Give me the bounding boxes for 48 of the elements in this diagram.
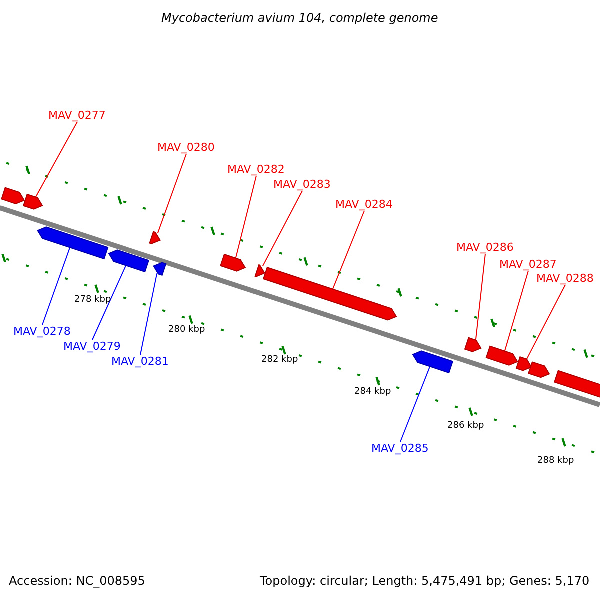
gene-feature <box>528 362 550 378</box>
leader-line <box>92 265 127 340</box>
gene-label: MAV_0278 <box>14 324 71 338</box>
genome-summary: Topology: circular; Length: 5,475,491 bp; Genes: 5,170 <box>260 574 590 588</box>
scale-label: 282 kbp <box>262 354 298 366</box>
gene-label: MAV_0280 <box>158 140 215 154</box>
gene-feature <box>37 226 109 260</box>
diagram-title: Mycobacterium avium 104, complete genome <box>162 12 438 24</box>
gene-feature <box>1 187 26 205</box>
scale-label: 284 kbp <box>354 386 392 398</box>
leader-line <box>400 366 431 442</box>
gene-feature <box>149 231 162 244</box>
gene-feature <box>220 254 246 272</box>
scale-label: 288 kbp <box>538 454 574 468</box>
gene-feature <box>254 264 266 278</box>
gene-feature <box>108 250 150 273</box>
leader-line <box>42 247 71 326</box>
gene-feature <box>153 262 167 276</box>
gene-feature <box>486 346 518 366</box>
gene-label: MAV_0287 <box>500 258 557 270</box>
gene-feature <box>22 194 44 210</box>
leader-line <box>526 284 566 360</box>
scale-label: 286 kbp <box>448 420 484 432</box>
gene-label: MAV_0286 <box>456 240 514 254</box>
gene-feature <box>262 266 398 321</box>
gene-label: MAV_0281 <box>112 354 169 368</box>
gene-label: MAV_0285 <box>372 442 429 454</box>
leader-line <box>332 210 365 290</box>
gene-label: MAV_0288 <box>536 272 594 284</box>
accession-note: Accession: NC_008595 <box>9 574 146 588</box>
gene-label: MAV_0279 <box>64 340 121 352</box>
gene-feature <box>464 337 482 352</box>
scale-label: 280 kbp <box>168 324 206 336</box>
scale-label: 278 kbp <box>74 294 112 306</box>
gene-label: MAV_0283 <box>274 178 331 190</box>
gene-label: MAV_0277 <box>48 108 106 122</box>
leader-line <box>35 122 78 198</box>
leader-line <box>504 270 529 352</box>
leader-line <box>140 273 158 356</box>
gene-feature <box>412 350 454 374</box>
gene-feature <box>554 370 600 400</box>
leader-line <box>262 190 303 267</box>
gene-feature <box>516 356 532 372</box>
leader-line <box>475 254 486 341</box>
gene-label: MAV_0284 <box>336 198 393 210</box>
gene-label: MAV_0282 <box>228 162 285 176</box>
leader-line <box>157 154 187 234</box>
leader-line <box>235 176 257 259</box>
